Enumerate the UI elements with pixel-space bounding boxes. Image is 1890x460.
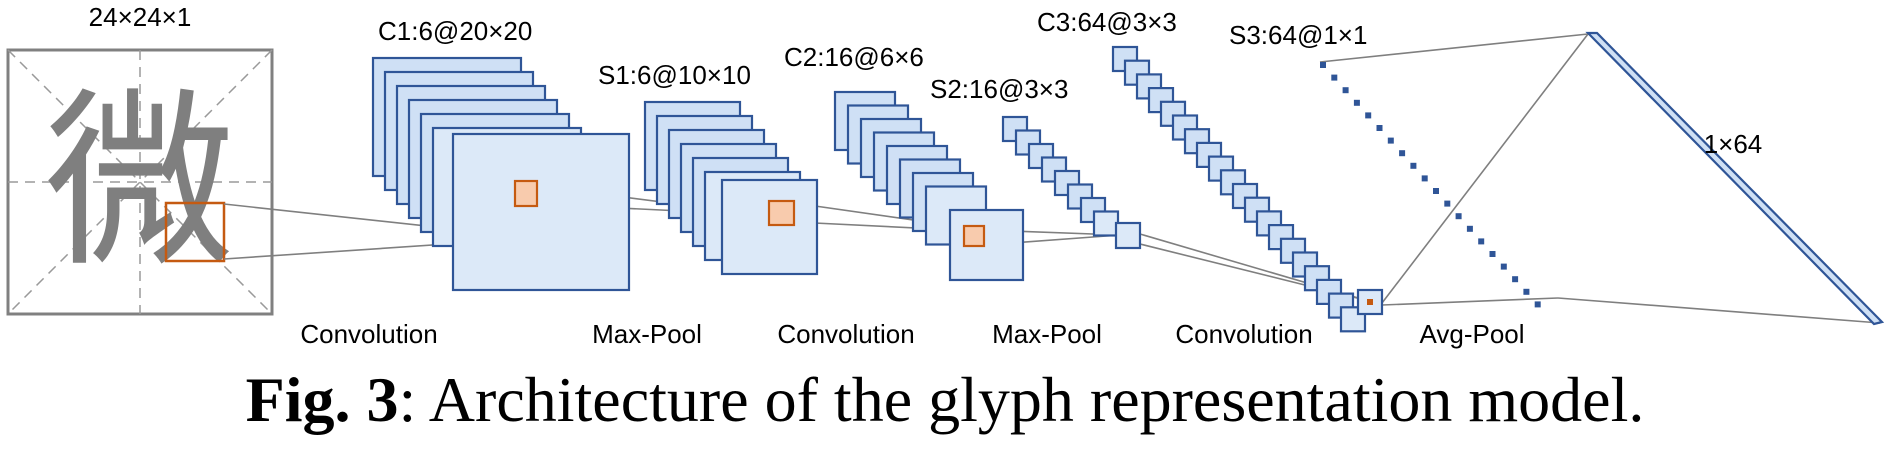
s3-label: S3:64@1×1 [1229,20,1367,50]
s3-unit [1342,87,1349,94]
s3-unit [1399,150,1406,157]
caption-text: : Architecture of the glyph representati… [398,364,1645,435]
connector-line [1381,297,1559,306]
input-glyph-panel: 微 [6,48,274,316]
receptive-field-box [164,201,226,263]
connector-line [1381,33,1589,304]
input-size-label: 24×24×1 [89,2,192,32]
s3-unit [1331,74,1338,81]
s3-unit [1410,162,1417,169]
s1-highlight [767,199,796,227]
s1-label: S1:6@10×10 [598,60,751,90]
c1-label: C1:6@20×20 [378,16,532,46]
s3-unit [1534,301,1541,308]
operation-label: Max-Pool [592,319,702,349]
s3-unit [1512,276,1519,283]
operation-label: Convolution [777,319,914,349]
operation-label: Avg-Pool [1419,319,1524,349]
s3-unit [1444,200,1451,207]
c1-front-map [451,132,631,292]
output-size-label: 1×64 [1704,129,1763,159]
s2-front-map [1114,221,1142,250]
s3-unit [1523,288,1530,295]
connector-line [1319,33,1589,63]
s3-unit [1478,238,1485,245]
feature-map-stacks [371,31,1885,333]
s3-unit [1433,188,1439,194]
c1-highlight [513,179,539,208]
figure-label: Fig. 3 [245,364,399,435]
s1-front-map [720,178,819,276]
guide-diagonal [7,49,273,315]
c3-highlight [1367,299,1373,305]
output-vector [1585,31,1885,326]
s3-unit [1376,125,1383,131]
s3-unit [1387,137,1394,144]
s2-feature-map [1092,210,1120,237]
s3-unit [1489,251,1496,257]
c2-label: C2:16@6×6 [784,42,924,72]
figure-caption: Fig. 3: Architecture of the glyph repres… [0,368,1890,432]
connector-line [1557,297,1881,324]
operation-label: Convolution [1175,319,1312,349]
s3-unit [1466,225,1473,232]
c2-front-map [948,208,1025,282]
s3-unit [1421,175,1428,182]
s3-unit [1500,263,1507,270]
input-glyph: 微 [45,72,235,293]
s2-label: S2:16@3×3 [930,74,1068,104]
s3-unit [1365,112,1372,119]
s3-unit [1353,99,1360,106]
c2-highlight [962,224,986,248]
guide-diagonal [7,49,273,315]
operation-label: Convolution [300,319,437,349]
c3-label: C3:64@3×3 [1037,7,1177,37]
s3-unit [1455,213,1462,220]
s3-unit [1320,62,1326,68]
operation-label: Max-Pool [992,319,1102,349]
